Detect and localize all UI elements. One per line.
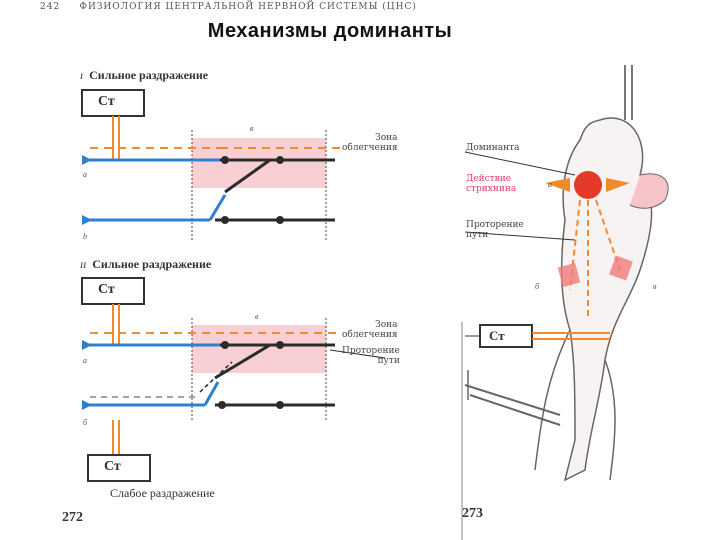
frog-body [561,117,653,482]
leader-dominant [464,151,576,176]
path-label-2: Проторение пути [342,346,400,366]
panel2-heading: II Сильное раздражение [80,257,212,271]
stim-box-273-label: Ст [489,328,505,343]
running-head: 242 ФИЗИОЛОГИЯ ЦЕНТРАЛЬНОЙ НЕРВНОЙ СИСТЕ… [40,2,417,12]
stim-box-3 [87,454,151,482]
figure-273-number: 273 [462,506,483,521]
frog-forelimb [629,173,669,209]
synapse-3 [221,216,229,224]
slide-title: Механизмы доминанты [207,20,453,42]
stim-box-3-label: Ст [104,459,121,474]
letter-b-1: b [83,232,87,241]
stim-box-2 [81,277,145,305]
stim-box-1-label: Ст [98,94,115,109]
letter-v-1: в [250,124,254,133]
path-track [199,361,233,393]
branch-b-1 [208,194,227,221]
arrow-a-2 [82,340,92,350]
zone-label-1: Зона облегчения [342,133,398,153]
cross-link-1 [224,158,271,194]
arrow-b-1 [82,215,92,225]
letter-a-1: а [83,170,87,179]
page-number-top: 242 [40,2,61,12]
branch-b-2 [203,381,220,406]
arrow-b-2 [82,400,92,410]
arrow-in-left [545,178,570,192]
synapse-5 [221,341,229,349]
figure-272-number: 272 [62,510,83,525]
zone-label-2: Зона облегчения [342,320,398,340]
frog-hindlimb-2 [534,329,571,471]
letter-b-273: б [535,282,540,291]
stim-box-273 [479,324,533,348]
letter-a-273: а [548,180,552,189]
synapse-1 [221,156,229,164]
synapse-6 [276,341,284,349]
panel1-heading: I Сильное раздражение [80,68,209,82]
bench-bottom [469,394,561,426]
synapse-2 [276,156,284,164]
path-label-273: Проторение пути [466,220,524,240]
synapse-4 [276,216,284,224]
bench-top [464,384,561,416]
letter-b-2: б [83,418,88,427]
weak-stimulus-label: Слабое раздражение [110,486,215,500]
letter-a-2: а [83,356,87,365]
synapse-7 [218,401,226,409]
frog-hindlimb [604,359,616,481]
leader-path [464,231,576,241]
facilitation-zone-1 [192,138,326,188]
letter-v-2: в [255,312,259,321]
cross-link-2 [214,343,271,380]
stim-box-2-label: Ст [98,282,115,297]
dominant-label: Доминанта [466,143,520,153]
synapse-8 [276,401,284,409]
limb-target-1 [557,263,581,287]
arrow-out-right [606,178,630,192]
dominant-focus [574,171,602,199]
limb-target-2 [609,255,633,281]
running-title: ФИЗИОЛОГИЯ ЦЕНТРАЛЬНОЙ НЕРВНОЙ СИСТЕМЫ (… [79,2,417,12]
stim-box-1 [81,89,145,117]
leader-line-path [329,349,386,359]
strychnine-label: Действие стрихнина [466,174,517,194]
arrow-a-1 [82,155,92,165]
letter-v-273: в [653,282,657,291]
